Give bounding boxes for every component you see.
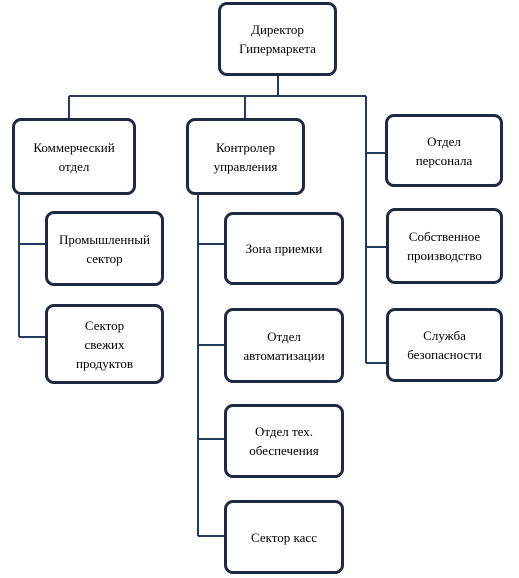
node-checkout: Сектор касс	[224, 500, 344, 574]
node-production: Собственное производство	[386, 208, 503, 284]
node-receiving-label: Зона приемки	[245, 241, 323, 256]
node-security: Служба безопасности	[386, 308, 503, 382]
node-personnel: Отдел персонала	[385, 114, 503, 187]
node-director-label: Директор Гипермаркета	[239, 22, 316, 56]
node-controller: Контролер управления	[186, 118, 305, 195]
node-maintenance: Отдел тех. обеспечения	[224, 404, 344, 478]
node-checkout-label: Сектор касс	[251, 529, 317, 545]
node-fresh-label: Сектор свежих продуктов	[76, 317, 133, 371]
node-personnel-label: Отдел персонала	[415, 133, 473, 168]
node-controller-label: Контролер управления	[213, 139, 278, 174]
node-production-label: Собственное производство	[407, 229, 482, 263]
node-fresh: Сектор свежих продуктов	[45, 304, 164, 384]
node-commercial: Коммерческий отдел	[12, 118, 136, 195]
node-receiving: Зона приемки	[224, 212, 344, 285]
node-security-label: Служба безопасности	[407, 328, 482, 362]
node-maintenance-label: Отдел тех. обеспечения	[249, 424, 319, 458]
node-director: Директор Гипермаркета	[218, 2, 337, 76]
node-automation-label: Отдел автоматизации	[243, 328, 325, 363]
node-industrial-label: Промышленный сектор	[59, 231, 150, 266]
node-commercial-label: Коммерческий отдел	[33, 139, 115, 174]
node-automation: Отдел автоматизации	[224, 308, 344, 383]
node-industrial: Промышленный сектор	[45, 211, 164, 286]
